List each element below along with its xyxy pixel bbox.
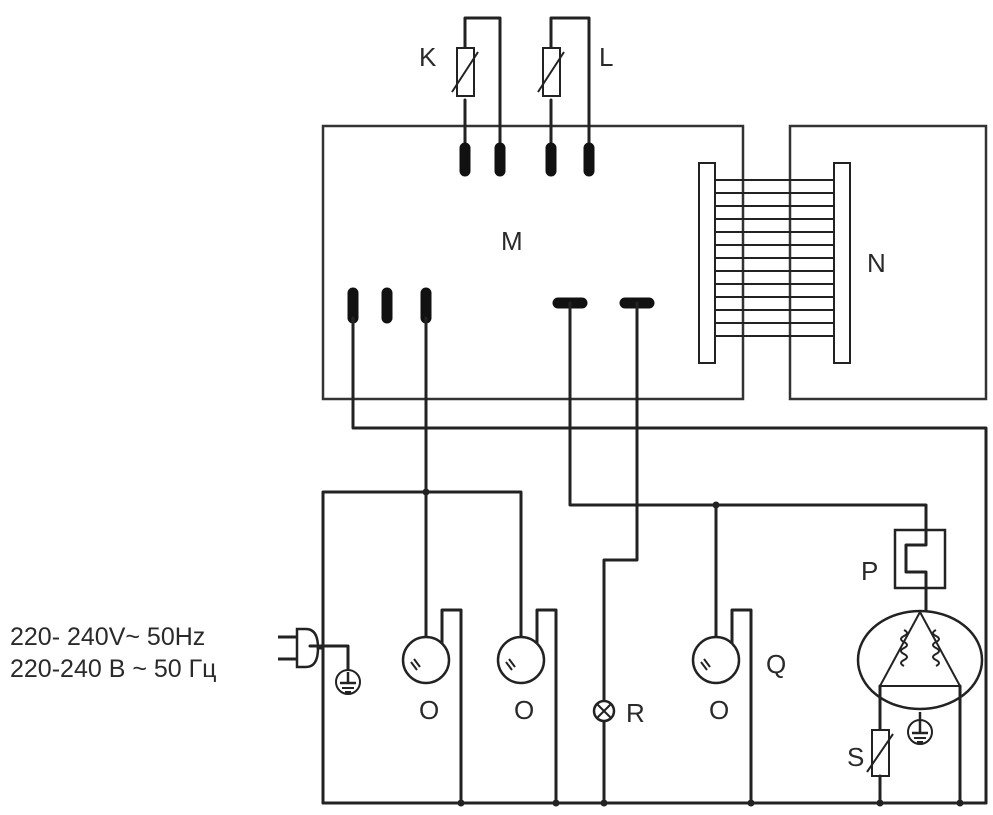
- lamp-2-return: [535, 608, 558, 805]
- wire-terminal-4-to-p: [568, 301, 928, 532]
- plug-earth-symbol: [335, 669, 361, 695]
- power-plug: [278, 627, 350, 672]
- supply-line-2: 220-240 В ~ 50 Гц: [10, 655, 216, 683]
- label-p: P: [861, 556, 878, 586]
- label-r: R: [626, 698, 645, 728]
- lamp-o-2: [496, 635, 546, 685]
- junction-dots: [422, 488, 964, 807]
- compartment-box-n: [788, 124, 988, 401]
- label-o-1: O: [419, 695, 439, 725]
- evaporator-n: [698, 162, 851, 364]
- protector-p: [893, 528, 947, 614]
- supply-line-1: 220- 240V~ 50Hz: [10, 623, 205, 651]
- lamp-3-return: [730, 608, 753, 805]
- label-s: S: [847, 742, 864, 772]
- lamp-o-1: [401, 635, 451, 685]
- top-terminals: [459, 142, 595, 177]
- label-m: M: [501, 226, 523, 256]
- wire-terminal-5-to-r: [602, 301, 639, 702]
- label-n: N: [867, 248, 886, 278]
- lamp-o-3: [691, 635, 741, 685]
- indicator-lamp-r: [592, 699, 616, 723]
- wire-terminal-1-to-compressor: [351, 316, 988, 805]
- label-l: L: [599, 42, 613, 72]
- label-q: Q: [766, 649, 786, 679]
- label-k: K: [419, 42, 437, 72]
- lamp-1-return: [440, 608, 463, 805]
- sensor-k: [451, 47, 479, 97]
- lower-terminals: [347, 287, 655, 324]
- sensor-l: [537, 47, 565, 97]
- motor-earth-symbol: [907, 712, 933, 745]
- control-box-m: [321, 124, 745, 401]
- label-o-3: O: [709, 695, 729, 725]
- starter-s: [866, 729, 894, 805]
- compressor-motor: [856, 609, 984, 805]
- label-o-2: O: [514, 695, 534, 725]
